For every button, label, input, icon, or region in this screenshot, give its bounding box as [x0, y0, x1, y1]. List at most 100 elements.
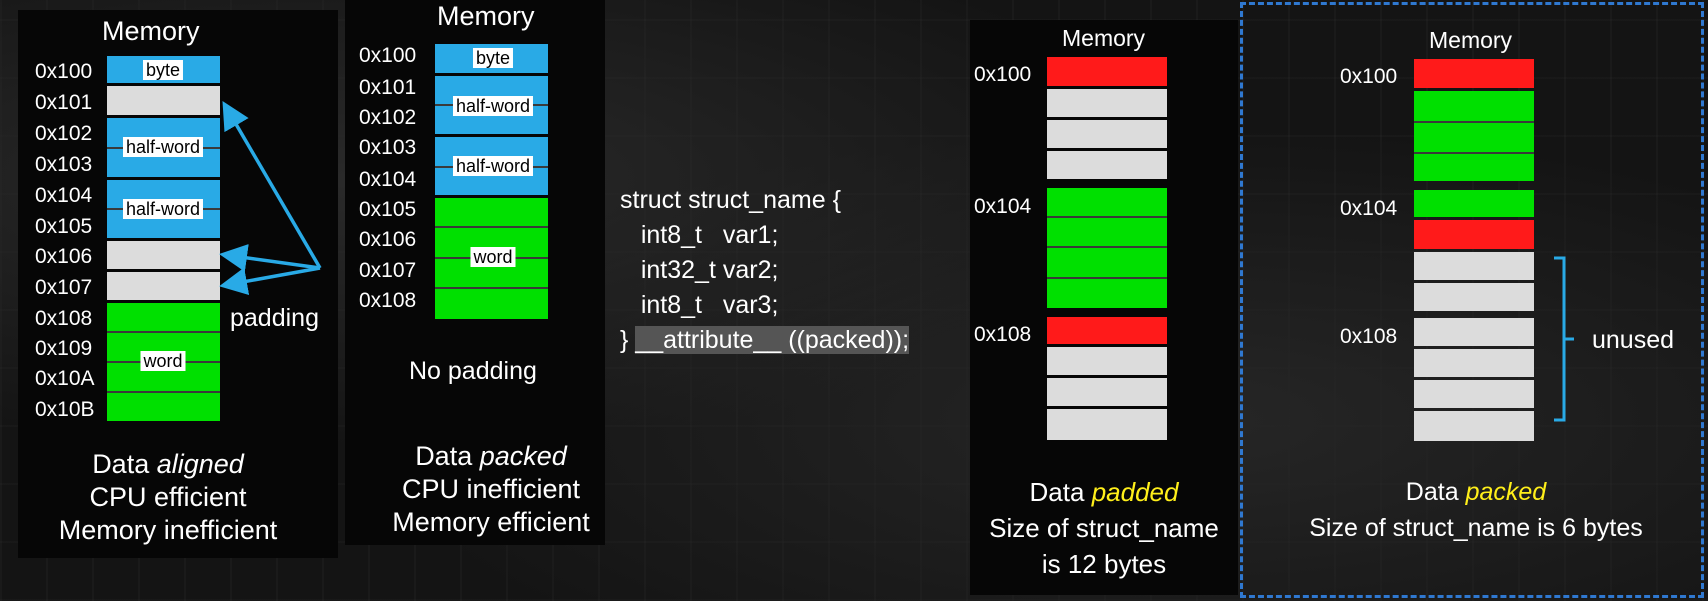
half-word-label: half-word — [122, 137, 204, 157]
address-label: 0x100 — [35, 60, 93, 83]
padding-cell — [1047, 378, 1167, 406]
packed-attribute-highlight: __attribute__ ((packed)); — [635, 326, 910, 354]
caption-line: CPU efficient — [89, 482, 247, 512]
panel-aligned-caption: Data aligned CPU efficient Memory ineffi… — [18, 448, 318, 547]
unused-cell — [1414, 380, 1534, 408]
code-text: } — [620, 326, 636, 354]
caption-line: CPU inefficient — [401, 474, 581, 504]
padding-cell — [1047, 89, 1167, 117]
unused-bracket — [1554, 256, 1574, 422]
int8-cell — [1047, 57, 1167, 86]
address-label: 0x104 — [359, 168, 417, 191]
cell-divider — [1414, 121, 1534, 123]
caption-emphasis: aligned — [156, 449, 244, 479]
cell-divider — [107, 331, 220, 333]
address-label: 0x104 — [35, 184, 93, 207]
code-line: int8_t var1; — [620, 221, 779, 249]
address-label: 0x102 — [359, 106, 417, 129]
int32-cell — [1414, 91, 1534, 181]
address-label: 0x105 — [359, 198, 417, 221]
int8-cell — [1414, 59, 1534, 88]
caption-line: Size of struct_name is 6 bytes — [1309, 514, 1643, 542]
address-label: 0x109 — [35, 337, 93, 360]
padding-cell — [1047, 347, 1167, 375]
address-label: 0x105 — [35, 215, 93, 238]
address-label: 0x100 — [1340, 65, 1398, 88]
code-line: int32_t var2; — [620, 256, 779, 284]
padding-cell — [1047, 120, 1167, 148]
panel-padded-title: Memory — [1062, 25, 1146, 51]
address-label: 0x108 — [1340, 325, 1398, 348]
address-label: 0x10A — [35, 367, 95, 390]
half-word-label: half-word — [452, 156, 534, 176]
byte-label: byte — [142, 60, 184, 80]
unused-cell — [1414, 283, 1534, 311]
address-label: 0x103 — [35, 153, 93, 176]
code-line: int8_t var3; — [620, 291, 779, 319]
cell-divider — [435, 226, 548, 228]
address-label: 0x108 — [35, 307, 93, 330]
address-label: 0x106 — [359, 228, 417, 251]
panel-packed2-caption: Data packed Size of struct_name is 6 byt… — [1262, 474, 1690, 546]
padding-cell — [1047, 151, 1167, 179]
word-label: word — [470, 247, 516, 267]
address-label: 0x103 — [359, 136, 417, 159]
address-label: 0x108 — [359, 289, 417, 312]
byte-label: byte — [472, 48, 514, 68]
caption-emphasis: padded — [1091, 477, 1179, 507]
caption-emphasis: packed — [479, 441, 567, 471]
unused-cell — [1414, 318, 1534, 346]
cell-divider — [1047, 246, 1167, 248]
arrow-line — [219, 266, 321, 296]
unused-cell — [1414, 349, 1534, 377]
panel-packed2-title: Memory — [1429, 27, 1513, 53]
address-label: 0x106 — [35, 245, 93, 268]
address-label: 0x102 — [35, 122, 93, 145]
caption-text: Data — [1029, 477, 1092, 507]
caption-line: is 12 bytes — [1041, 549, 1167, 579]
no-padding-label: No padding — [409, 357, 537, 385]
caption-text: Data — [415, 441, 480, 471]
address-label: 0x100 — [974, 63, 1032, 86]
padding-label: padding — [230, 304, 319, 332]
padding-cell — [107, 272, 220, 300]
caption-line: Memory efficient — [392, 507, 590, 537]
int32-cell — [1047, 188, 1167, 308]
address-label: 0x108 — [974, 323, 1032, 346]
cell-divider — [435, 287, 548, 289]
cell-divider — [107, 391, 220, 393]
panel-aligned-title: Memory — [102, 16, 200, 46]
caption-text: Data — [92, 449, 157, 479]
cell-divider — [1414, 152, 1534, 154]
unused-cell — [1414, 411, 1534, 441]
int8-cell — [1414, 220, 1534, 249]
half-word-label: half-word — [122, 199, 204, 219]
struct-code: struct struct_name { int8_t var1; int32_… — [620, 183, 910, 358]
word-label: word — [140, 351, 186, 371]
bracket-path — [1554, 256, 1574, 422]
padding-cell — [107, 241, 220, 269]
address-label: 0x104 — [974, 195, 1032, 218]
arrow-line — [219, 244, 321, 272]
panel-packed-highlight-box — [1240, 2, 1704, 598]
code-line: } __attribute__ ((packed)); — [620, 323, 910, 358]
padding-cell — [107, 86, 220, 115]
panel-packed-title: Memory — [437, 1, 535, 31]
address-label: 0x100 — [359, 44, 417, 67]
caption-text: Data — [1405, 478, 1466, 506]
padding-arrows — [219, 100, 322, 296]
address-label: 0x107 — [35, 276, 93, 299]
address-label: 0x101 — [359, 76, 417, 99]
cell-divider — [1047, 277, 1167, 279]
code-line: struct struct_name { — [620, 186, 841, 214]
unused-label: unused — [1592, 326, 1675, 354]
padding-cell — [1047, 409, 1167, 440]
int8-cell — [1047, 317, 1167, 344]
address-label: 0x101 — [35, 91, 93, 114]
caption-emphasis: packed — [1465, 478, 1547, 506]
arrow-line — [222, 100, 322, 269]
panel-padded-caption: Data padded Size of struct_name is 12 by… — [970, 474, 1238, 582]
address-label: 0x107 — [359, 259, 417, 282]
panel-packed-caption: Data packed CPU inefficient Memory effic… — [360, 440, 622, 539]
cell-divider — [1047, 216, 1167, 218]
